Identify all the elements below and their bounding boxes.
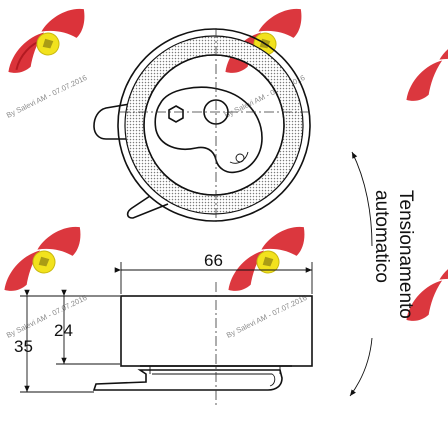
pulley-outer-rim xyxy=(117,28,311,222)
label-line-1: Tensionamento xyxy=(395,190,416,319)
watermark-text-1: By Salevi AM - 07.07.2016 xyxy=(5,73,88,120)
base-plate xyxy=(92,369,283,391)
width-dimension: 66 xyxy=(204,251,223,270)
total-height-dimension: 35 xyxy=(14,337,33,356)
bracket-lower-tab xyxy=(126,195,169,219)
lever-rivet xyxy=(235,153,245,163)
rotation-arrow-upper xyxy=(351,151,373,247)
top-view xyxy=(93,28,311,222)
watermark-logo-3 xyxy=(0,221,93,296)
body-height-dimension: 24 xyxy=(54,321,73,340)
watermark-logo-5 xyxy=(393,31,448,106)
base-plate-inner xyxy=(152,373,276,387)
bracket-arm xyxy=(93,103,131,140)
watermark-text-4: By Salevi AM - 07.07.2016 xyxy=(225,293,308,340)
rotation-arrow-lower xyxy=(349,337,373,397)
pulley-inner-hub xyxy=(143,54,285,196)
pulley-hatched-band xyxy=(124,35,304,215)
hex-nut xyxy=(168,105,184,123)
eccentric-lever xyxy=(154,86,263,174)
label-line-2: automatico xyxy=(371,190,392,283)
watermark-logo-1 xyxy=(0,3,97,78)
watermark-text-3: By Salevi AM - 07.07.2016 xyxy=(5,293,88,340)
side-view: 66 35 24 xyxy=(14,251,313,408)
watermark-logo-4 xyxy=(215,221,317,296)
